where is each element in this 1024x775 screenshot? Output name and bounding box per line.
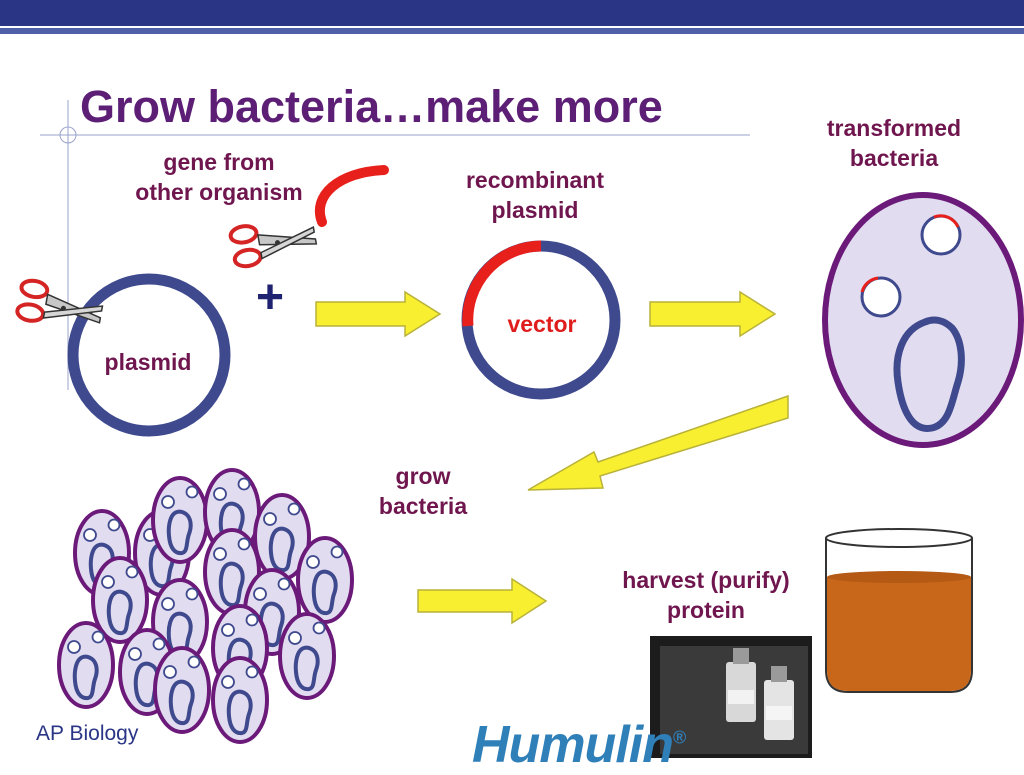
inserted-gene xyxy=(462,240,542,327)
gene-label-line2: other organism xyxy=(135,178,303,205)
plasmid-label: plasmid xyxy=(104,349,192,375)
gene-fragment xyxy=(315,165,389,227)
page-title: Grow bacteria…make more xyxy=(80,81,663,132)
brand-name: Humulin xyxy=(472,716,674,774)
arrow-right xyxy=(315,290,442,338)
transformed-label-line2: bacteria xyxy=(849,144,939,171)
transformed-label-line1: transformed xyxy=(826,115,962,141)
harvest-label-line1: harvest (purify) xyxy=(622,567,790,593)
registered-mark: ® xyxy=(672,727,686,748)
arrow-right xyxy=(417,577,548,625)
header-band xyxy=(0,0,1024,26)
footer-label: AP Biology xyxy=(36,722,139,745)
harvest-protein-label: harvest (purify) protein xyxy=(596,566,816,626)
grow-label-line2: bacteria xyxy=(378,492,468,519)
beaker xyxy=(825,528,973,693)
grow-bacteria-label: grow bacteria xyxy=(360,462,486,522)
recombinant-label-line1: recombinant xyxy=(465,167,605,193)
bacterium-cell xyxy=(822,192,1024,448)
guide-marker xyxy=(59,126,77,144)
plus-sign: + xyxy=(256,271,285,324)
arrow-diagonal xyxy=(527,394,789,491)
scissors-icon xyxy=(227,212,321,271)
plasmid-ring xyxy=(67,273,231,437)
gene-label-line1: gene from xyxy=(163,149,275,175)
vials-photo xyxy=(650,636,812,758)
arrow-right xyxy=(649,290,777,338)
gene-label: gene from other organism xyxy=(114,148,324,208)
bacteria-colony xyxy=(57,468,354,744)
transformed-bacteria-label: transformed bacteria xyxy=(802,114,986,174)
harvest-label-line2: protein xyxy=(667,596,745,623)
grow-label-line1: grow xyxy=(395,463,451,489)
recombinant-label-line2: plasmid xyxy=(491,196,579,223)
humulin-logo: Humulin® xyxy=(472,715,686,775)
header-rule xyxy=(0,28,1024,34)
vector-label: vector xyxy=(507,311,577,337)
recombinant-plasmid-label: recombinant plasmid xyxy=(440,166,630,226)
